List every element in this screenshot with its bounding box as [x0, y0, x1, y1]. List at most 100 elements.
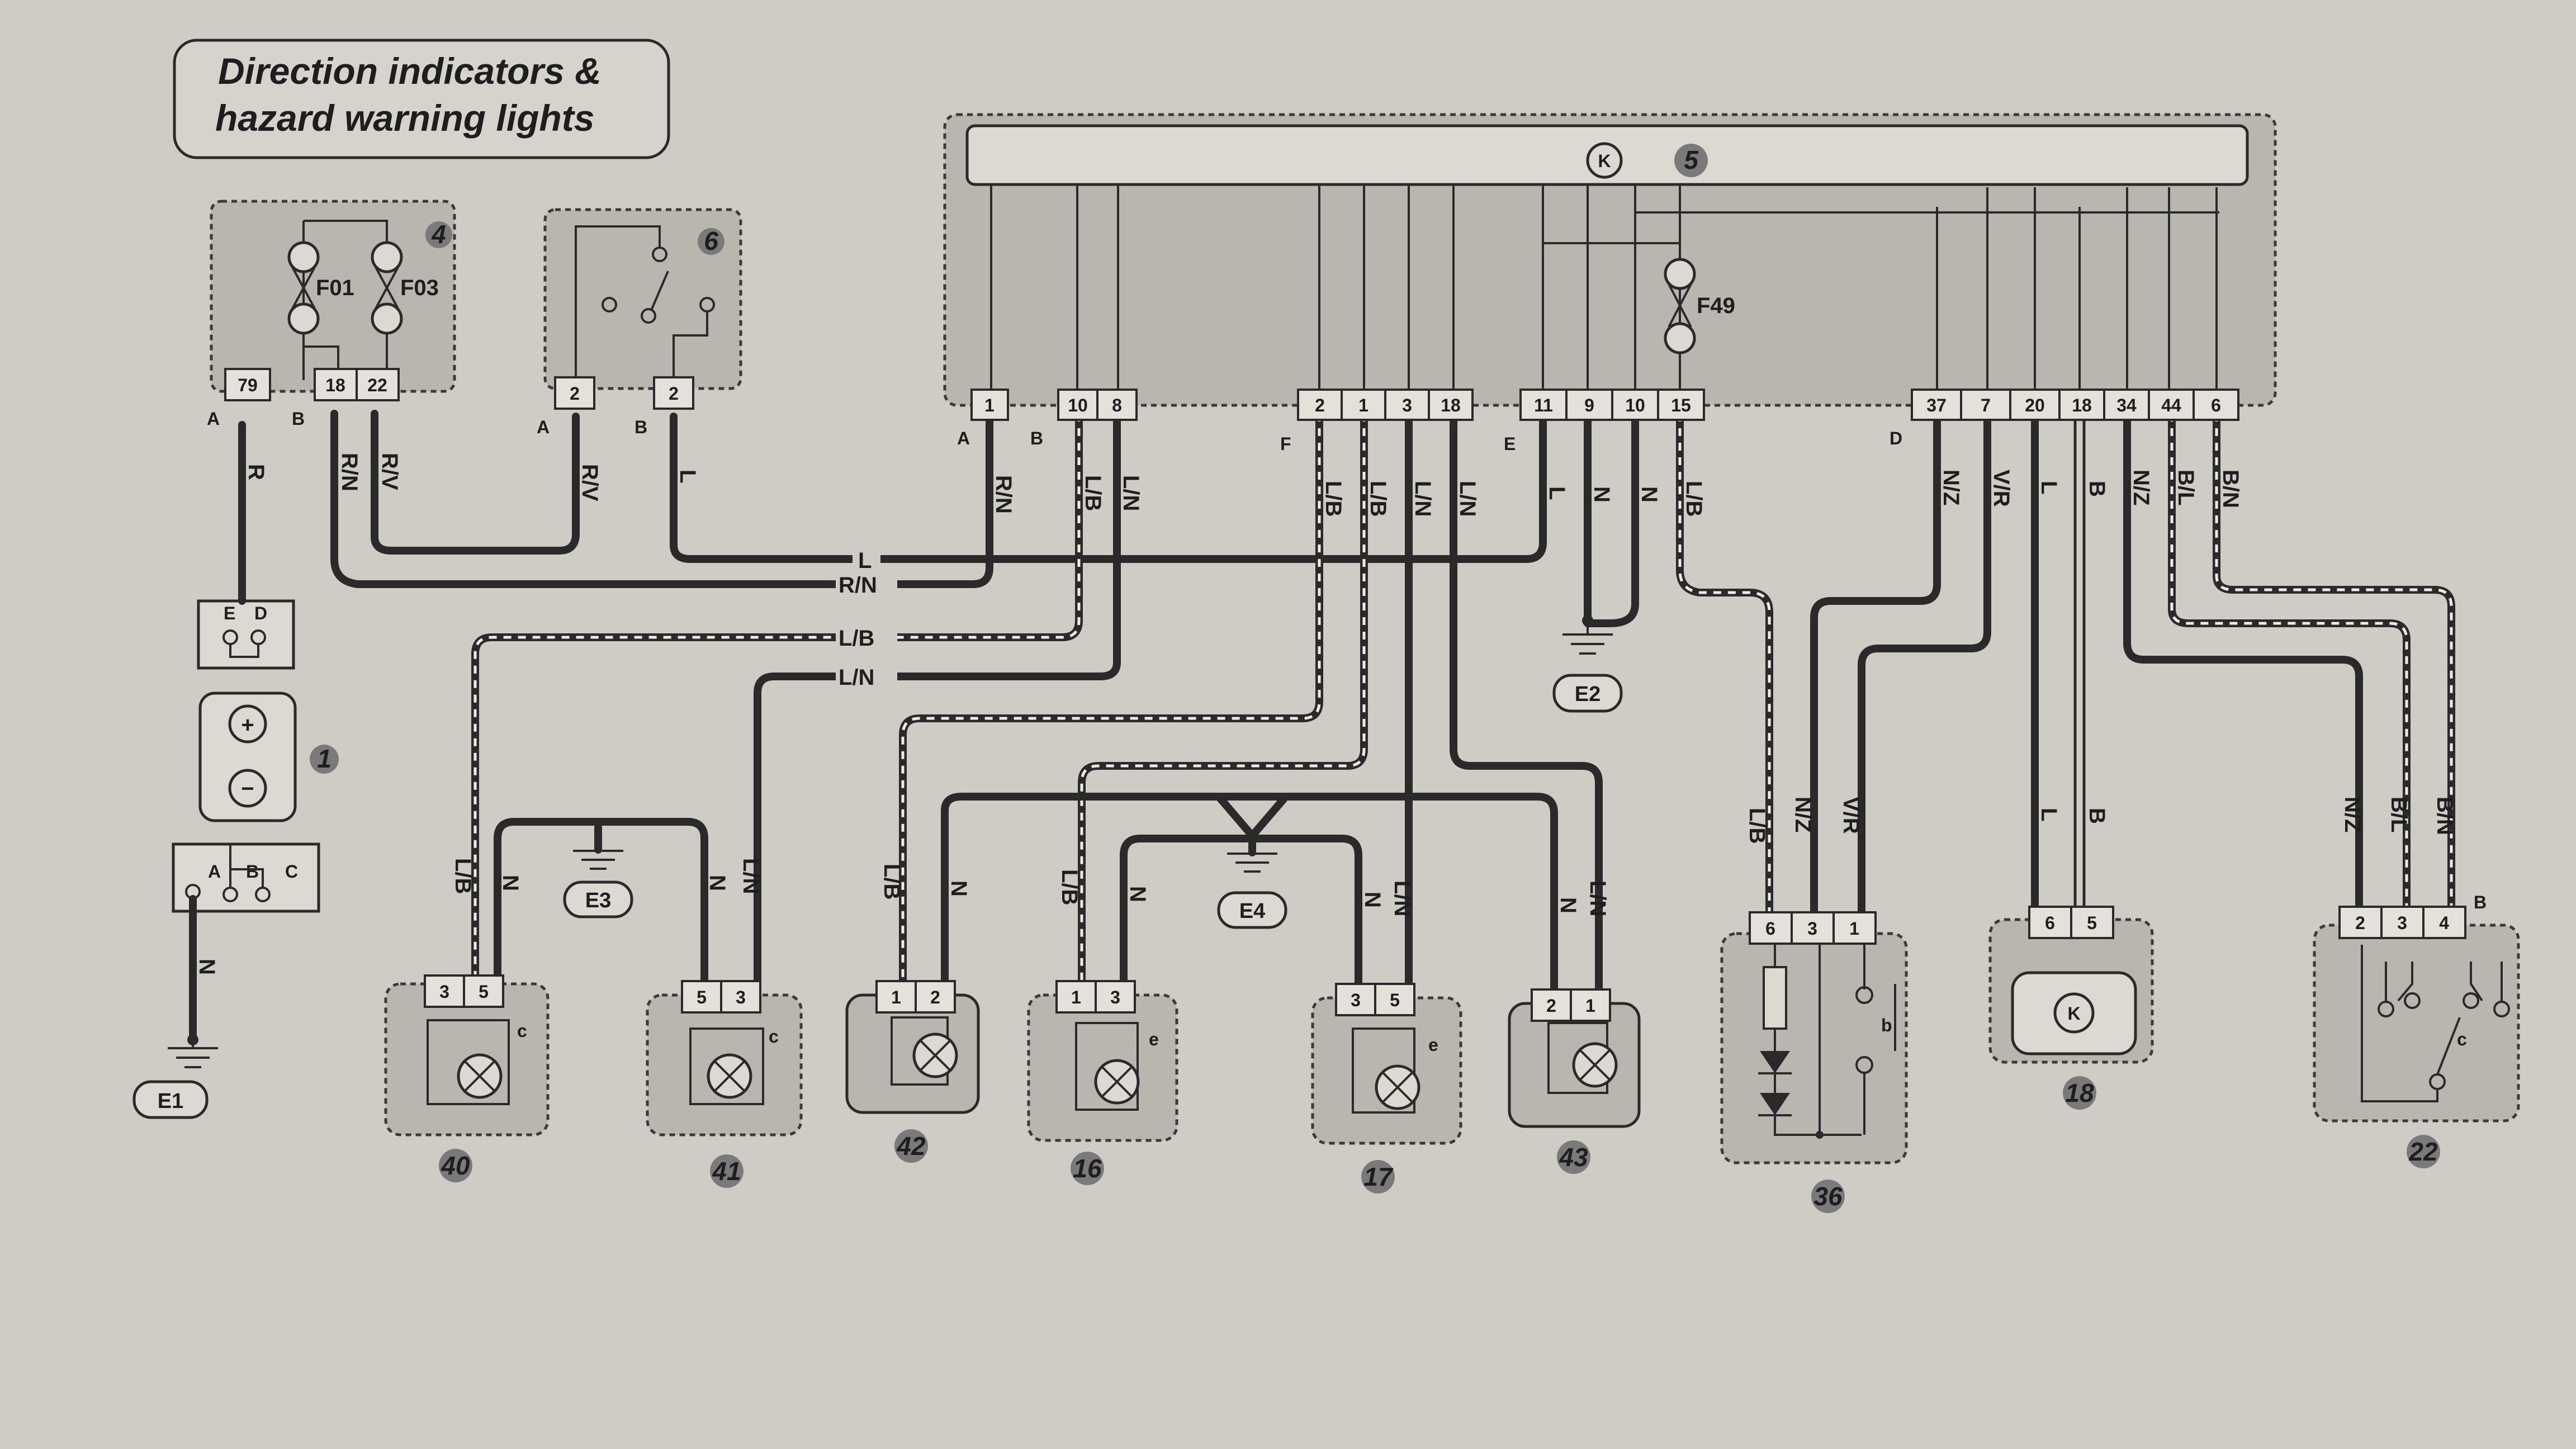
svg-text:2: 2	[669, 383, 679, 404]
component-17-lamp	[1311, 996, 1462, 1145]
svg-text:F: F	[1280, 434, 1291, 454]
svg-text:4: 4	[2439, 913, 2449, 933]
component-number-5: 5	[1684, 145, 1699, 174]
svg-text:L/B: L/B	[1321, 481, 1346, 517]
svg-text:6: 6	[2211, 395, 2221, 415]
svg-text:3: 3	[439, 982, 449, 1002]
svg-text:B: B	[2474, 892, 2487, 912]
svg-text:22: 22	[2408, 1137, 2438, 1166]
svg-text:1: 1	[1071, 987, 1081, 1007]
diagram-title: Direction indicators & hazard warning li…	[173, 39, 670, 159]
svg-text:11: 11	[1534, 395, 1553, 415]
svg-text:8: 8	[1112, 395, 1122, 415]
svg-text:B/N: B/N	[2432, 797, 2457, 835]
svg-text:34: 34	[2116, 395, 2137, 415]
component-number-1: 1	[317, 744, 332, 773]
bus-labels: L R/N L/B L/N	[836, 548, 897, 690]
svg-text:9: 9	[1584, 395, 1594, 415]
fuse-f03-label: F03	[400, 276, 439, 300]
svg-text:L/B: L/B	[451, 858, 475, 894]
svg-text:6: 6	[1765, 918, 1775, 939]
svg-text:L: L	[2037, 808, 2061, 821]
component-number-6: 6	[704, 226, 718, 255]
svg-text:5: 5	[697, 987, 707, 1007]
svg-text:L/N: L/N	[1410, 481, 1435, 517]
svg-text:R/N: R/N	[337, 453, 362, 491]
svg-text:L/B: L/B	[1081, 475, 1105, 511]
svg-text:e: e	[1149, 1029, 1159, 1049]
svg-text:L/B: L/B	[1745, 808, 1769, 844]
svg-text:3: 3	[2397, 913, 2407, 933]
svg-text:N: N	[1556, 897, 1580, 913]
svg-text:A: A	[537, 417, 550, 437]
module-symbol-icon	[1586, 142, 1623, 179]
ground-e2-label: E2	[1575, 683, 1600, 706]
svg-text:L/N: L/N	[738, 858, 763, 894]
svg-text:2: 2	[570, 383, 580, 404]
ground-e1-label: E1	[158, 1090, 183, 1113]
fuse-f49-icon	[1664, 258, 1696, 354]
svg-text:D: D	[254, 603, 267, 623]
ground-e3-icon: E3	[563, 850, 633, 918]
component-22-switch	[2313, 924, 2520, 1123]
svg-text:N/Z: N/Z	[2129, 470, 2153, 505]
svg-text:D: D	[1890, 428, 1902, 448]
wires	[189, 404, 2455, 1044]
svg-text:N: N	[1360, 892, 1385, 908]
svg-text:6: 6	[2045, 913, 2055, 933]
svg-text:1: 1	[891, 987, 901, 1007]
svg-text:c: c	[517, 1021, 527, 1041]
svg-text:R/N: R/N	[991, 475, 1016, 514]
ground-e2-icon: E2	[1552, 615, 1623, 713]
svg-text:3: 3	[1351, 990, 1361, 1010]
svg-text:R/N: R/N	[839, 573, 877, 598]
svg-text:c: c	[2457, 1029, 2467, 1049]
svg-text:B: B	[292, 409, 305, 429]
svg-text:N: N	[1637, 486, 1661, 503]
ground-e4-icon: E4	[1217, 853, 1287, 929]
component-42-lamp	[845, 993, 980, 1114]
svg-text:40: 40	[441, 1151, 470, 1180]
title-line-1: Direction indicators &	[218, 50, 602, 92]
svg-text:2: 2	[1546, 996, 1556, 1016]
ground-e4-label: E4	[1239, 899, 1265, 923]
svg-text:2: 2	[930, 987, 940, 1007]
svg-text:5: 5	[1390, 990, 1400, 1010]
module-18-symbol-icon	[2053, 992, 2095, 1034]
svg-text:N/Z: N/Z	[1939, 470, 1963, 505]
svg-text:10: 10	[1068, 395, 1088, 415]
component-6-hazard-switch: 6	[543, 208, 742, 390]
svg-text:L/B: L/B	[879, 864, 904, 899]
svg-text:20: 20	[2025, 395, 2045, 415]
svg-text:5: 5	[479, 982, 489, 1002]
svg-text:b: b	[1881, 1015, 1892, 1035]
svg-text:B: B	[1030, 428, 1043, 448]
svg-text:L/N: L/N	[839, 665, 874, 690]
svg-text:N: N	[1589, 486, 1614, 503]
svg-text:41: 41	[712, 1157, 741, 1186]
svg-text:e: e	[1428, 1035, 1438, 1055]
svg-text:1: 1	[1849, 918, 1859, 939]
svg-text:18: 18	[325, 375, 345, 395]
svg-text:L/N: L/N	[1455, 481, 1480, 517]
svg-text:44: 44	[2161, 395, 2181, 415]
svg-text:1: 1	[984, 395, 995, 415]
svg-text:A: A	[207, 409, 220, 429]
svg-text:3: 3	[1110, 987, 1120, 1007]
svg-text:3: 3	[736, 987, 746, 1007]
component-18-module: K	[1988, 918, 2154, 1064]
svg-text:L: L	[1545, 486, 1569, 500]
fuse-f01-icon	[287, 241, 320, 335]
component-16-lamp	[1027, 993, 1178, 1142]
svg-text:10: 10	[1625, 395, 1645, 415]
component-43-lamp	[1508, 1002, 1641, 1128]
svg-text:7: 7	[1981, 395, 1991, 415]
svg-text:c: c	[769, 1026, 779, 1046]
svg-text:N: N	[1125, 886, 1150, 902]
svg-text:B: B	[634, 417, 647, 437]
svg-text:1: 1	[1585, 996, 1595, 1016]
svg-text:L/B: L/B	[839, 626, 874, 651]
svg-text:L: L	[675, 470, 700, 483]
svg-text:18: 18	[2065, 1078, 2094, 1107]
